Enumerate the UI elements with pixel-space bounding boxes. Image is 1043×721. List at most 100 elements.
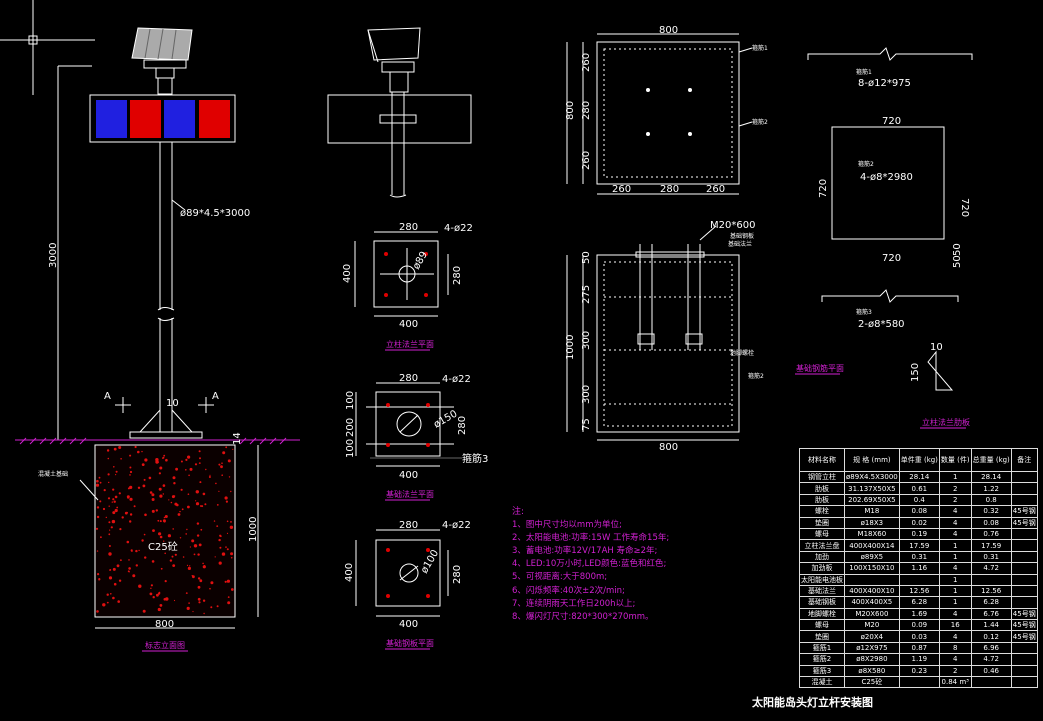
rebar2-right: 720	[959, 198, 970, 217]
rebar-plan-overall-left: 800	[565, 101, 576, 120]
rebar-elev-left-1: 50	[581, 251, 592, 264]
rebar2-bottom: 720	[882, 253, 901, 264]
table-cell: 垫圈	[799, 516, 845, 529]
rebar2-hook-2: 50	[952, 255, 963, 268]
table-header-cell: 单件重 (kg)	[898, 448, 940, 472]
table-cell: 4	[938, 630, 972, 643]
table-header-cell: 规 格 (mm)	[844, 448, 900, 472]
table-cell	[970, 573, 1012, 586]
stiffener-detail: 10 150 立柱法兰肋板	[910, 342, 970, 429]
ground-note-label: 混凝土基础	[38, 470, 68, 478]
table-cell: M18X60	[844, 527, 900, 541]
base-plate-width-bottom: 400	[399, 619, 418, 630]
table-cell	[970, 676, 1012, 689]
table-cell: 45号钢	[1010, 619, 1038, 632]
table-cell: 箍筋3	[799, 664, 845, 678]
notes-block: 注: 1、图中尺寸均以mm为单位; 2、太阳能电池:功率:15W 工作寿命15年…	[512, 506, 762, 624]
rebar3-label: 箍筋3	[856, 308, 872, 316]
flash-lamp-icon	[89, 94, 236, 143]
base-plate-hole-spec: 4-ø22	[442, 520, 471, 531]
table-cell: 1	[938, 470, 972, 484]
table-cell: 1.19	[898, 653, 940, 666]
column-flange-label: 立柱法兰平面	[386, 339, 434, 349]
table-cell	[1010, 470, 1038, 484]
table-cell: M20	[844, 619, 900, 632]
table-cell: 4	[938, 527, 972, 541]
table-cell: 1	[938, 573, 972, 586]
notes-title: 注:	[512, 507, 525, 517]
table-row: 太阳能电池板 1	[799, 573, 1038, 586]
rebar-plan-label: 基础钢筋平面	[796, 363, 844, 373]
stiffener-dim: 10	[166, 398, 179, 409]
table-cell: 6.28	[970, 596, 1012, 609]
table-header-cell: 数量 (件)	[938, 448, 972, 472]
table-cell: 400X400X5	[844, 596, 900, 609]
solar-panel-icon	[131, 27, 193, 95]
table-cell: 2	[938, 482, 972, 495]
table-cell: 0.76	[970, 527, 1012, 541]
table-cell: M18	[844, 505, 900, 518]
table-cell: 0.84 m³	[938, 676, 972, 689]
rebar-plan-top-width: 800	[659, 25, 678, 36]
table-cell	[1010, 493, 1038, 507]
rebar-elev-overall-left: 1000	[565, 335, 576, 360]
table-cell: 45号钢	[1010, 505, 1038, 518]
rebar2-hook: 50	[952, 243, 963, 256]
table-cell: 基础法兰	[799, 584, 845, 598]
table-cell: 4	[938, 516, 972, 529]
table-cell: 太阳能电池板	[799, 573, 845, 586]
base-flange-dim-left-1: 100	[345, 391, 356, 410]
column-flange-height-left: 400	[342, 264, 353, 283]
column-flange-height-right: 280	[452, 266, 463, 285]
table-cell: 45号钢	[1010, 516, 1038, 529]
base-flange-center-dia: ø150	[432, 408, 459, 430]
table-cell	[1010, 664, 1038, 678]
table-cell: 1.44	[970, 619, 1012, 632]
rebar-elev-left-5: 75	[581, 418, 592, 431]
table-cell	[1010, 641, 1038, 655]
rebar-plan-bottom-1: 260	[612, 184, 631, 195]
rebar-plan-bottom-2: 280	[660, 184, 679, 195]
table-cell: 4	[938, 505, 972, 518]
table-cell	[1010, 550, 1038, 564]
rebar2-top: 720	[882, 116, 901, 127]
table-header-row: 材料名称 规 格 (mm) 单件重 (kg) 数量 (件) 总重量 (kg) 备…	[799, 448, 1038, 472]
table-cell: ø8X580	[844, 664, 900, 678]
table-cell	[898, 676, 940, 689]
table-cell: 1.69	[898, 607, 940, 621]
table-cell: 6.96	[970, 641, 1012, 655]
rebar-elev-left-3: 300	[581, 331, 592, 350]
table-cell: 肋板	[799, 482, 845, 495]
pole-spec-label: ø89*4.5*3000	[180, 208, 250, 219]
table-cell	[1010, 653, 1038, 666]
table-cell: 4.72	[970, 562, 1012, 575]
table-cell	[898, 573, 940, 586]
table-cell: 0.87	[898, 641, 940, 655]
table-cell	[1010, 584, 1038, 598]
rebar-plan-left-3: 260	[581, 151, 592, 170]
table-cell: M20X600	[844, 607, 900, 621]
elevation-view-label: 标志立面图	[145, 640, 185, 650]
table-cell: 箍筋1	[799, 641, 845, 655]
table-cell: ø89X4.5X3000	[844, 470, 900, 484]
table-cell: 28.14	[898, 470, 940, 484]
note-item: 5、可视距离:大于800m;	[512, 572, 608, 583]
table-cell: 0.19	[898, 527, 940, 541]
table-cell: 12.56	[898, 584, 940, 598]
column-flange-width-bottom: 400	[399, 319, 418, 330]
table-cell: 28.14	[970, 470, 1012, 484]
rebar-elev-label-anchor: 地脚螺栓	[730, 349, 754, 357]
table-cell: 45号钢	[1010, 630, 1038, 643]
table-cell: 0.03	[898, 630, 940, 643]
table-cell: 0.31	[970, 550, 1012, 564]
base-plate-label: 基础钢板平面	[386, 638, 434, 648]
table-cell: ø8X2980	[844, 653, 900, 666]
table-cell: 0.09	[898, 619, 940, 632]
table-cell: 0.23	[898, 664, 940, 678]
